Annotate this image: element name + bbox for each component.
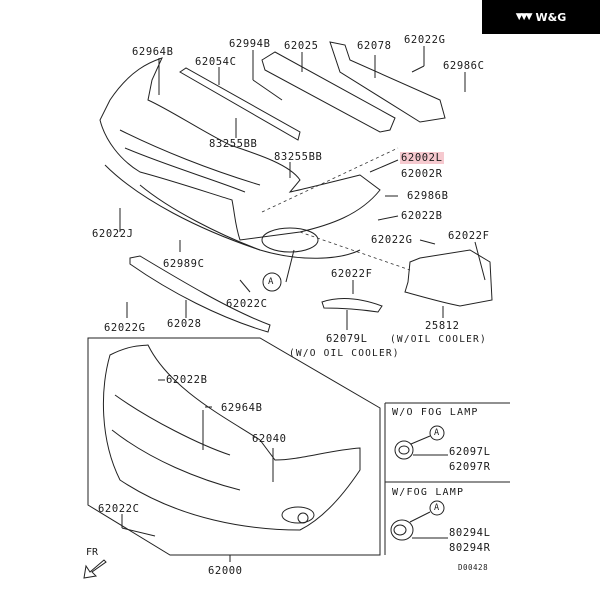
lower-assembly-frame <box>88 338 380 555</box>
label-62025[interactable]: 62025 <box>284 40 319 52</box>
label-62022F-mid[interactable]: 62022F <box>331 268 373 280</box>
callout-a-circle <box>263 273 281 291</box>
lower-bumper-cover <box>103 345 360 530</box>
leader-lines-upper <box>120 46 485 330</box>
leader-lines-lower <box>122 380 273 562</box>
label-62986B[interactable]: 62986B <box>407 190 449 202</box>
label-62022G-mid[interactable]: 62022G <box>371 234 413 246</box>
label-62054C[interactable]: 62054C <box>195 56 237 68</box>
trim-62079L <box>322 299 382 312</box>
upper-bumper-cover <box>100 58 380 258</box>
label-62989C[interactable]: 62989C <box>163 258 205 270</box>
label-62002L-highlighted[interactable]: 62002L <box>400 152 444 164</box>
absorber-62025 <box>262 52 395 132</box>
label-62986C[interactable]: 62986C <box>443 60 485 72</box>
fog-box-callout-a-without: A <box>434 428 440 438</box>
label-62022B-right[interactable]: 62022B <box>401 210 443 222</box>
label-25812[interactable]: 25812 <box>425 320 460 332</box>
label-62994B[interactable]: 62994B <box>229 38 271 50</box>
fog-box-title-with: W/FOG LAMP <box>392 487 465 498</box>
callout-a-label: A <box>268 277 275 287</box>
label-62022G-top[interactable]: 62022G <box>404 34 446 46</box>
lip-62028 <box>130 256 270 332</box>
label-83255BB-b[interactable]: 83255BB <box>274 151 323 163</box>
label-62097L[interactable]: 62097L <box>449 446 491 458</box>
label-62022G-bottom[interactable]: 62022G <box>104 322 146 334</box>
label-62000[interactable]: 62000 <box>208 565 243 577</box>
label-62040[interactable]: 62040 <box>252 433 287 445</box>
label-62022C-mid[interactable]: 62022C <box>226 298 268 310</box>
label-62022F-right[interactable]: 62022F <box>448 230 490 242</box>
fog-box-callout-a-with: A <box>434 503 440 513</box>
triple-chevron-logo-icon: ▼▼▼ <box>515 12 533 22</box>
front-direction-arrow-icon <box>84 560 106 578</box>
label-62078[interactable]: 62078 <box>357 40 392 52</box>
fog-box-title-without: W/O FOG LAMP <box>392 407 479 418</box>
note-with-oil-cooler: (W/OIL COOLER) <box>390 334 487 345</box>
label-62022B[interactable]: 62022B <box>166 374 208 386</box>
label-62964B[interactable]: 62964B <box>221 402 263 414</box>
label-62964B-top[interactable]: 62964B <box>132 46 174 58</box>
label-62002R[interactable]: 62002R <box>401 168 443 180</box>
drawing-code: D00428 <box>458 563 489 572</box>
brand-text: W&G <box>535 10 567 24</box>
bar-62054C <box>180 68 300 140</box>
brand-badge: ▼▼▼ W&G <box>482 0 600 34</box>
note-without-oil-cooler: (W/O OIL COOLER) <box>289 348 400 359</box>
label-80294L[interactable]: 80294L <box>449 527 491 539</box>
label-62022C[interactable]: 62022C <box>98 503 140 515</box>
label-62097R[interactable]: 62097R <box>449 461 491 473</box>
label-62079L[interactable]: 62079L <box>326 333 368 345</box>
label-62028[interactable]: 62028 <box>167 318 202 330</box>
front-direction-label: FR <box>86 547 99 558</box>
label-80294R[interactable]: 80294R <box>449 542 491 554</box>
fog-lamp-box <box>385 403 510 555</box>
bracket-62078 <box>330 42 445 122</box>
label-62022J[interactable]: 62022J <box>92 228 134 240</box>
duct-25812 <box>405 250 492 306</box>
label-83255BB-a[interactable]: 83255BB <box>209 138 258 150</box>
